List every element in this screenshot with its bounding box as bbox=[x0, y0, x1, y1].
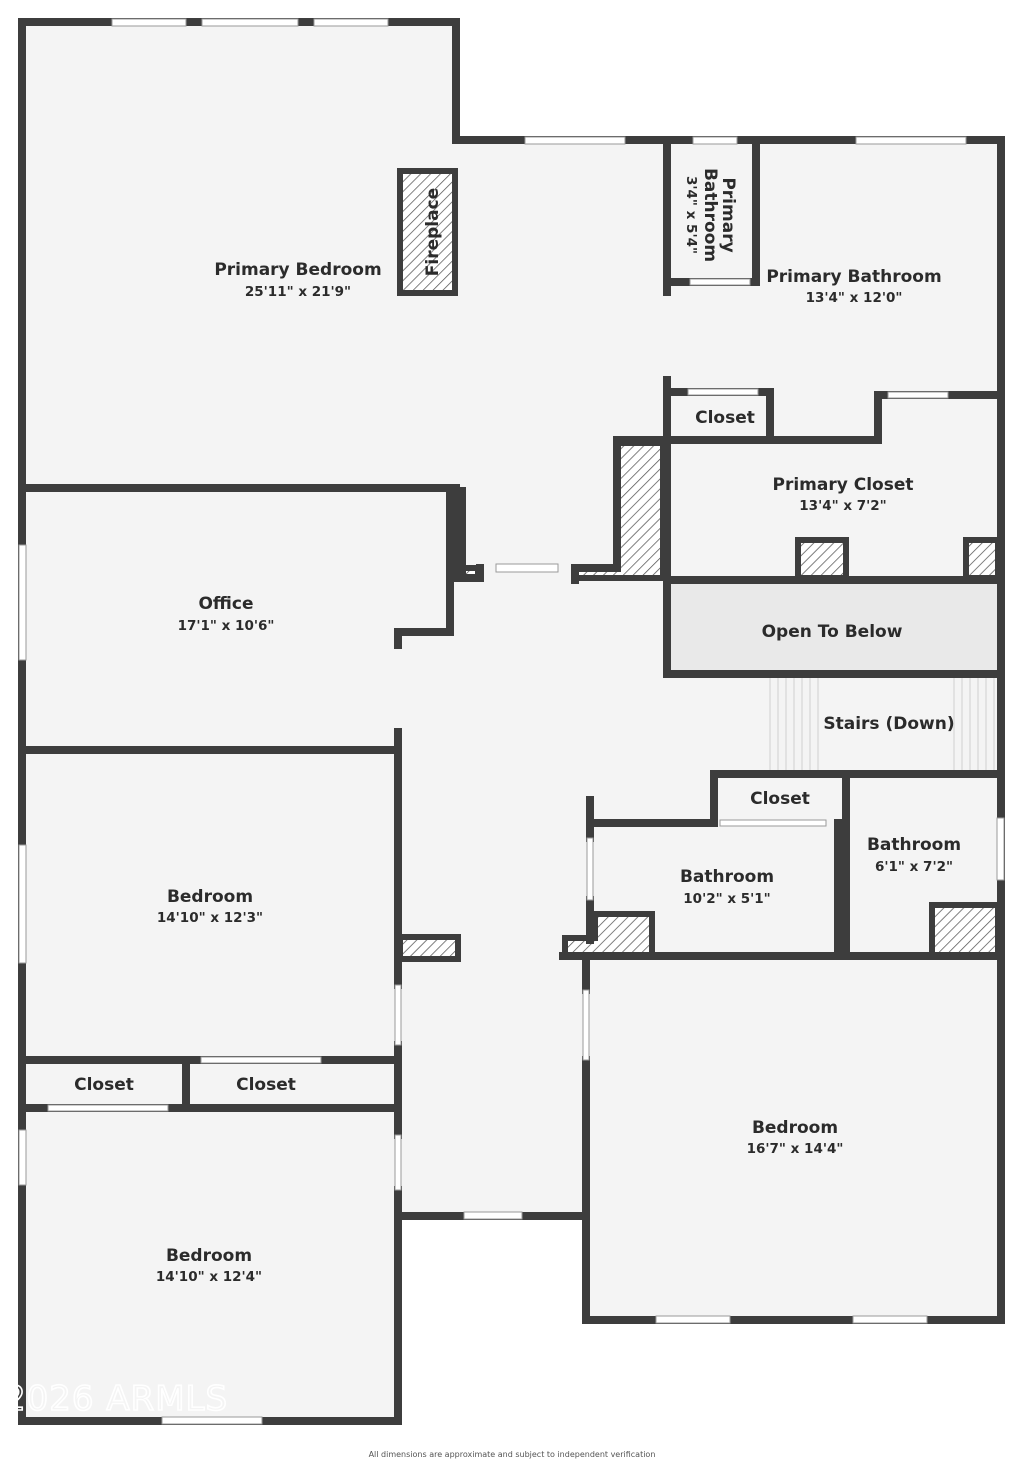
office-dims: 17'1" x 10'6" bbox=[178, 618, 275, 634]
bedroom-left-1-dims: 14'10" x 12'3" bbox=[157, 910, 263, 926]
bathroom-right-dims: 6'1" x 7'2" bbox=[875, 859, 953, 875]
primary-bathroom-name: Primary Bathroom bbox=[766, 267, 941, 287]
windows bbox=[18, 18, 1005, 1425]
disclaimer: All dimensions are approximate and subje… bbox=[369, 1450, 656, 1459]
primary-closet-name: Primary Closet bbox=[773, 475, 914, 495]
primary-bathroom-small-name-line2: Bathroom bbox=[700, 168, 720, 262]
watermark: 2026 ARMLS bbox=[4, 1379, 228, 1419]
primary-bedroom-name: Primary Bedroom bbox=[214, 260, 381, 280]
closet-primary-label: Closet bbox=[695, 408, 755, 428]
office-name: Office bbox=[198, 594, 253, 614]
bathroom-right-name: Bathroom bbox=[867, 835, 961, 855]
bedroom-left-1-name: Bedroom bbox=[167, 887, 253, 907]
primary-bathroom-dims: 13'4" x 12'0" bbox=[806, 290, 903, 306]
bedroom-right-name: Bedroom bbox=[752, 1118, 838, 1138]
stairs-label: Stairs (Down) bbox=[823, 714, 954, 734]
fireplace-label: Fireplace bbox=[423, 188, 443, 276]
primary-bathroom-small-dims: 3'4" x 5'4" bbox=[683, 176, 699, 254]
bathroom-mid-name: Bathroom bbox=[680, 867, 774, 887]
closet-left-1-label: Closet bbox=[74, 1075, 134, 1095]
primary-bathroom-small-name-line1: Primary bbox=[718, 177, 738, 252]
open-to-below-area bbox=[667, 582, 999, 674]
bedroom-right-dims: 16'7" x 14'4" bbox=[747, 1141, 844, 1157]
bathroom-mid-dims: 10'2" x 5'1" bbox=[683, 891, 770, 907]
room-labels: Primary Bedroom 25'11" x 21'9" Primary B… bbox=[74, 168, 961, 1285]
closet-left-2-label: Closet bbox=[236, 1075, 296, 1095]
bedroom-left-2-dims: 14'10" x 12'4" bbox=[156, 1269, 262, 1285]
primary-closet-dims: 13'4" x 7'2" bbox=[799, 498, 886, 514]
primary-bedroom-dims: 25'11" x 21'9" bbox=[245, 284, 351, 300]
bedroom-left-2-name: Bedroom bbox=[166, 1246, 252, 1266]
closet-hall-label: Closet bbox=[750, 789, 810, 809]
floor-area bbox=[22, 22, 1001, 1421]
hatched-chases bbox=[397, 168, 1001, 962]
stairs-treads bbox=[769, 678, 995, 770]
open-to-below-label: Open To Below bbox=[762, 622, 903, 642]
